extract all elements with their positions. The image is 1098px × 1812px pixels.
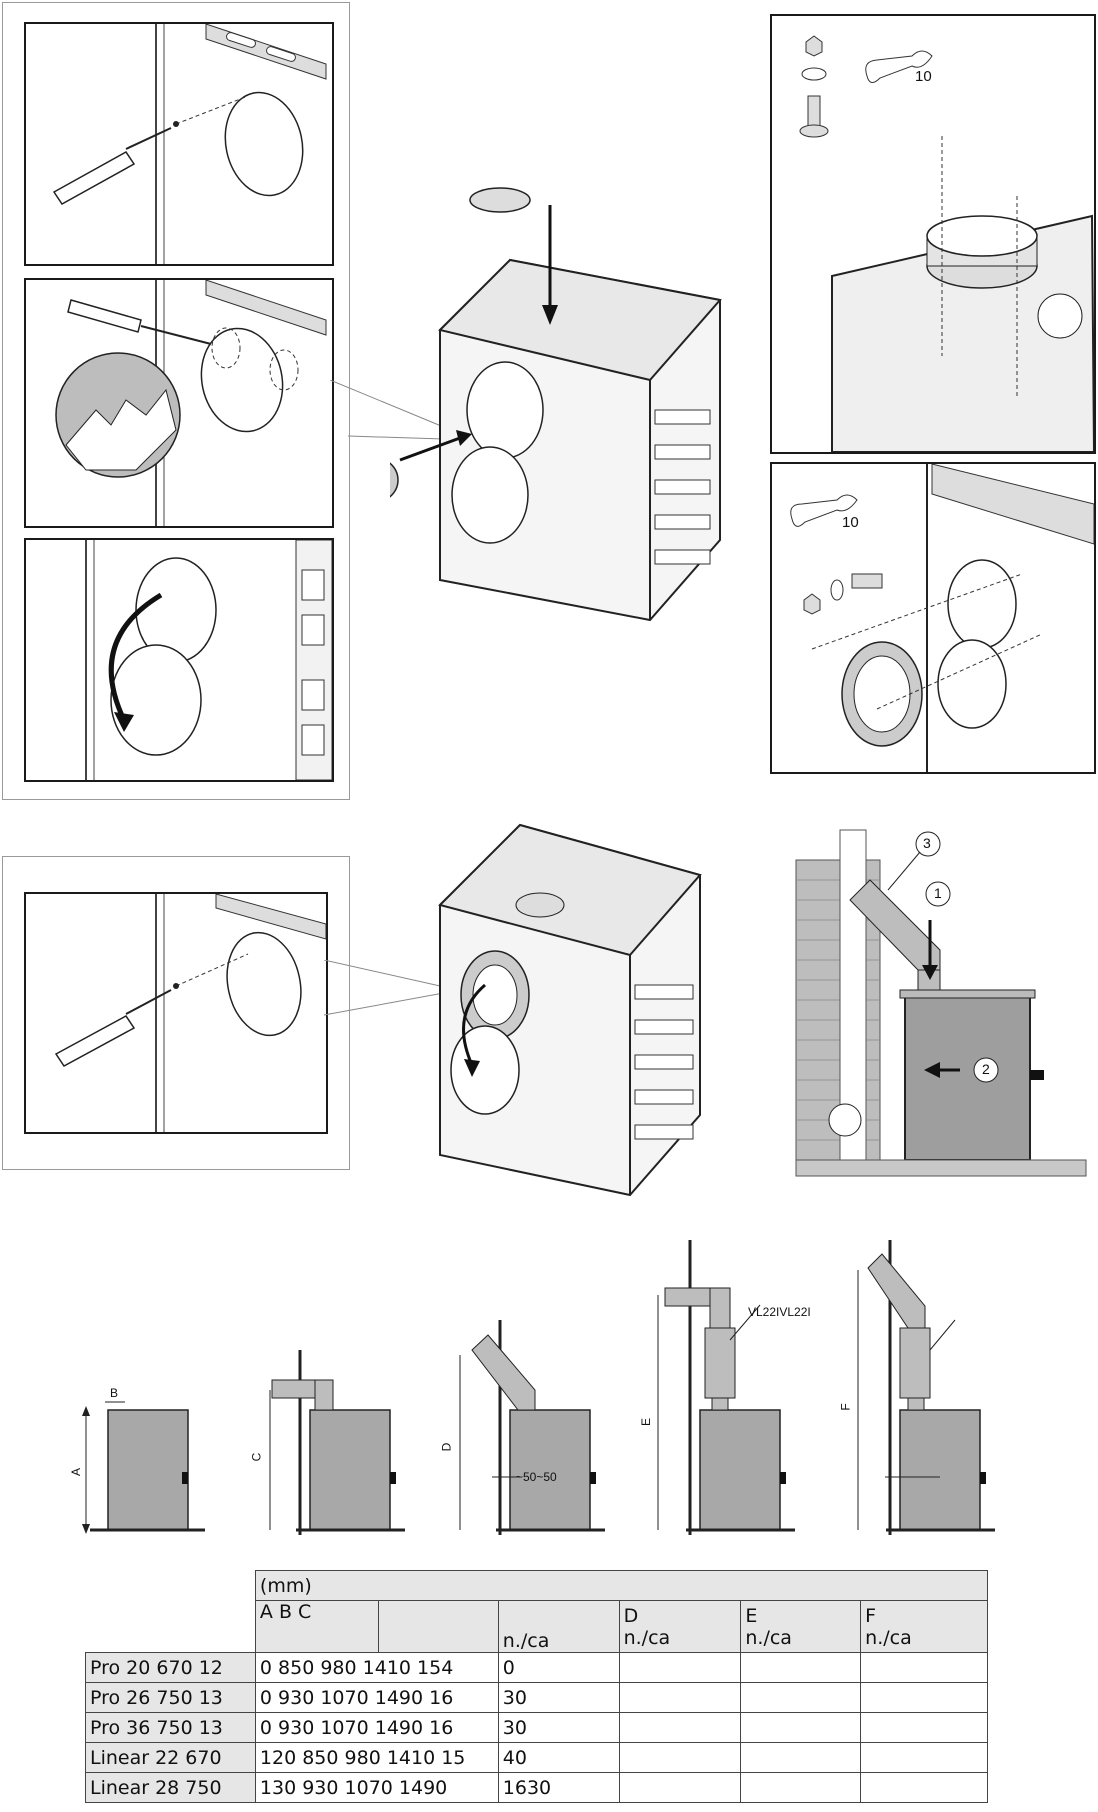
flue-collar-icon (469, 187, 531, 213)
row-cell-model: Pro 26 750 13 (85, 1682, 256, 1713)
table-row: Linear 22 670 120 850 980 1410 15 40 (85, 1742, 988, 1773)
screwdriver-icon (67, 299, 212, 345)
wrench-size-label: 10 (842, 514, 859, 531)
chimney-connection-diagram (795, 829, 1087, 1177)
wrench-icon (790, 494, 858, 527)
dim-label-c: C (249, 1452, 264, 1462)
dim-label-d: D (439, 1442, 454, 1452)
row-cell-values: 0 930 1070 1490 16 (254, 1712, 499, 1743)
dim-label-b: B (110, 1386, 119, 1400)
washer-icon (801, 67, 827, 81)
callout-label-1: 1 (934, 885, 942, 901)
table-row: Pro 26 750 13 0 930 1070 1490 16 30 (85, 1682, 988, 1713)
bolt-icon (807, 95, 821, 127)
row-cell-values: 130 930 1070 1490 (254, 1772, 499, 1803)
dim-label-gap: ~50~50 (516, 1470, 557, 1484)
side-arrow (399, 436, 461, 462)
panel-knockout (24, 278, 334, 528)
header-na: n./ca (497, 1600, 620, 1653)
washer-icon (830, 579, 844, 601)
panel-fix-top-outlet: 10 (770, 14, 1096, 454)
nut-icon (805, 35, 823, 57)
callout-badge-1 (925, 881, 951, 907)
fix-top-outlet-illustration (799, 35, 1094, 452)
dimension-diagram-f (857, 1240, 995, 1535)
panel-fold-flap (24, 538, 334, 782)
table-row: Pro 36 750 13 0 930 1070 1490 16 30 (85, 1712, 988, 1743)
fold-arrow (108, 592, 163, 722)
remove-screw-illustration (52, 24, 327, 264)
stove-top-outlet-illustration (390, 187, 722, 622)
table-unit-header: (mm) (254, 1570, 989, 1601)
row-cell-tail: 30 (497, 1712, 620, 1743)
table-row: Pro 20 670 12 0 850 980 1410 154 0 (85, 1652, 988, 1683)
remove-screw-alt-illustration (54, 894, 326, 1132)
fold-arrow (462, 983, 486, 1066)
header-abc: A B C (254, 1600, 379, 1653)
row-cell-tail: 1630 (497, 1772, 620, 1803)
dim-label-f: F (838, 1403, 853, 1411)
row-cell-model: Linear 22 670 (85, 1742, 256, 1773)
table-row: Linear 28 750 130 930 1070 1490 1630 (85, 1772, 988, 1803)
row-cell-model: Pro 36 750 13 (85, 1712, 256, 1743)
screwdriver-icon (54, 989, 172, 1067)
row-cell-model: Pro 20 670 12 (85, 1652, 256, 1683)
model-tag-label: VL22IVL22I (748, 1305, 811, 1319)
callout-badge-3 (915, 831, 941, 857)
panel-remove-screw (24, 22, 334, 266)
stove-side-outlet-illustration (438, 823, 702, 1197)
row-cell-tail: 0 (497, 1652, 620, 1683)
row-cell-model: Linear 28 750 (85, 1772, 256, 1803)
panel-fix-side-outlet: 10 (770, 462, 1096, 774)
dimension-diagram-c (269, 1350, 405, 1535)
dimension-diagram-ab (82, 1401, 205, 1534)
magnifier-detail (55, 352, 181, 478)
dimension-diagram-e (657, 1240, 795, 1535)
screw-icon (173, 121, 179, 127)
knockout-illustration (55, 280, 327, 526)
screwdriver-icon (52, 127, 172, 205)
panel-remove-screw-alt (24, 892, 328, 1134)
side-flange-icon (390, 462, 399, 498)
installation-dimension-diagrams (82, 1240, 995, 1535)
fix-side-outlet-illustration (790, 464, 1094, 772)
nut-icon (803, 593, 821, 615)
row-cell-values: 0 930 1070 1490 16 (254, 1682, 499, 1713)
row-cell-tail: 30 (497, 1682, 620, 1713)
callout-leader (324, 960, 450, 1016)
header-blank (377, 1600, 499, 1653)
callout-badge-2 (973, 1057, 999, 1083)
bolt-icon (851, 573, 883, 589)
dim-label-a: A (69, 1467, 84, 1477)
wrench-size-label: 10 (915, 68, 932, 85)
callout-label-3: 3 (923, 835, 931, 851)
row-cell-values: 120 850 980 1410 15 (254, 1742, 499, 1773)
fold-flap-illustration (85, 540, 332, 780)
wrench-icon (865, 50, 933, 83)
row-cell-tail: 40 (497, 1742, 620, 1773)
dimension-diagram-d (459, 1320, 605, 1535)
screw-icon (173, 983, 179, 989)
callout-label-2: 2 (982, 1061, 990, 1077)
dim-label-e: E (639, 1417, 654, 1427)
row-cell-values: 0 850 980 1410 154 (254, 1652, 499, 1683)
